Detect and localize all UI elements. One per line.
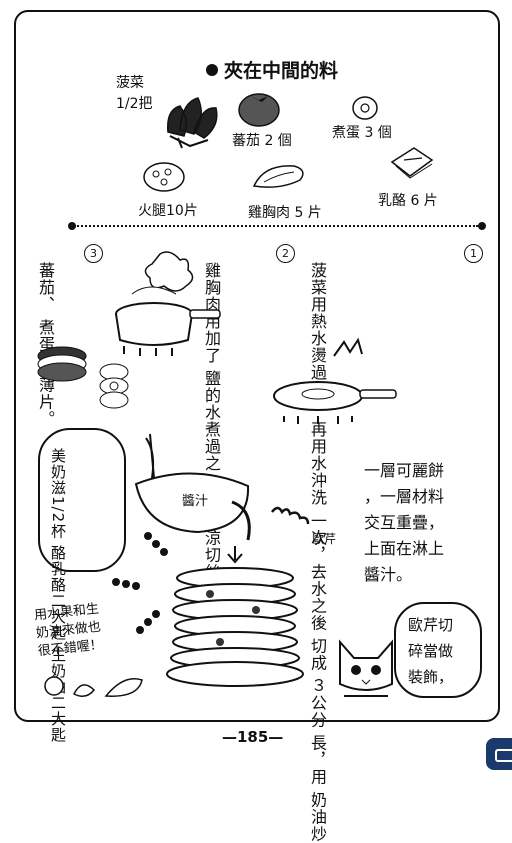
step-3-text: 蕃茄、 煮蛋切 薄片。 — [36, 262, 55, 427]
parsley-icon — [271, 506, 310, 525]
step-1-line: ３公分 — [308, 677, 327, 729]
section-title: 夾在中間的料 — [206, 56, 338, 83]
ham-icon — [143, 162, 185, 192]
step-number: 3 — [84, 244, 103, 263]
nav-tab-icon[interactable] — [486, 738, 512, 770]
sauce-bubble — [38, 428, 126, 572]
step-1-line: 後，再用水沖洗 — [308, 387, 327, 507]
ingredient-cheese: 乳酪 6 片 — [378, 193, 438, 209]
ingredient-spinach-qty: 1/2把 — [116, 96, 153, 112]
decorative-dots — [112, 532, 168, 634]
ingredient-chicken: 雞胸肉 5 片 — [248, 205, 322, 221]
cat-tip: 歐芹切 碎當做 裝飾， — [408, 616, 454, 686]
tomato-icon — [238, 93, 280, 127]
spinach-icon — [167, 97, 218, 149]
step-3-line: 蕃茄、 — [36, 262, 55, 313]
cat-icon — [339, 639, 393, 697]
egg-icon — [352, 96, 378, 120]
sauce-line: 酪乳酪二大匙 — [49, 544, 67, 641]
bullet-dot-icon — [206, 64, 218, 76]
pan-icon — [273, 381, 397, 424]
ingredient-egg: 煮蛋 3 個 — [332, 125, 392, 141]
egg-slice-icon — [99, 363, 129, 409]
parsley-label: 歐芹 — [312, 532, 337, 546]
step-3-line: 薄片。 — [36, 376, 55, 428]
ingredient-tomato: 蕃茄 2 個 — [232, 133, 292, 149]
sauce-bowl-icon — [134, 433, 251, 541]
step-1-line: 長，用 — [308, 734, 327, 786]
divider-end-dot — [68, 222, 76, 230]
tomato-slice-icon — [37, 346, 87, 382]
step-1-line: 切成 — [308, 637, 327, 672]
fruit-icon — [44, 676, 143, 697]
section-title-text: 夾在中間的料 — [224, 60, 339, 82]
crepe-stack-icon — [166, 546, 304, 687]
step-1-line: 菠菜用熱水燙過 — [308, 262, 327, 381]
assembly-instructions: 一層可麗餅 ，一層材料 交互重疊， 上面在淋上 醬汁。 — [364, 461, 445, 584]
divider-end-dot — [478, 222, 486, 230]
pot-icon — [115, 251, 221, 356]
step-number: 1 — [464, 244, 483, 263]
divider-line — [74, 225, 478, 227]
step-number: 2 — [276, 244, 295, 263]
chicken-icon — [252, 165, 304, 188]
sauce-ingredients: 美奶滋1/2杯 酪乳酪二大匙 生奶油二大匙 — [48, 448, 68, 743]
ingredient-ham: 火腿10片 — [138, 203, 198, 219]
page-number: —185— — [222, 728, 284, 746]
parsley-icon — [333, 337, 363, 357]
fruit-tip: 用水果和生 奶油來做也 很不錯喔！ — [33, 601, 104, 660]
cat-speech-bubble — [394, 602, 482, 698]
ingredient-spinach: 菠菜 — [116, 75, 144, 91]
step-1-line: 一次，去水之後 — [308, 512, 327, 632]
step-2-line: 鹽的水煮過之 — [202, 370, 221, 473]
sauce-jar-label: 醬汁 — [182, 494, 209, 509]
step-1-line: 奶油炒 — [308, 791, 327, 843]
sauce-line: 美奶滋1/2杯 — [49, 448, 67, 540]
cheese-icon — [390, 147, 434, 179]
